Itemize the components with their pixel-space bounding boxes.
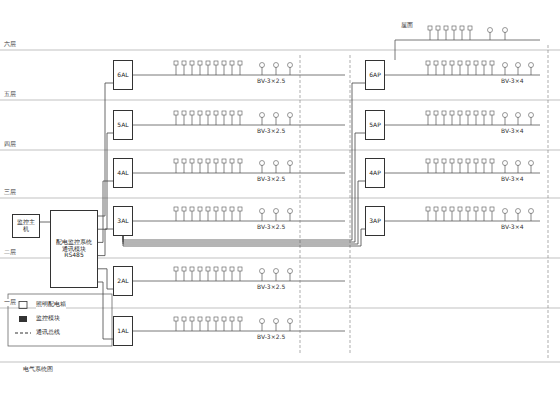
branch-circuit [133, 159, 345, 173]
branch-circuit [133, 111, 345, 125]
cable-label: BV-3×2.5 [256, 128, 286, 135]
legend-row: 通讯总线 [14, 328, 60, 337]
note-label: 屋面 [400, 22, 414, 29]
floor-label: 六层 [3, 41, 17, 48]
legend-sample [14, 329, 32, 337]
node-text: 1AL [117, 328, 128, 335]
branch-circuit [395, 26, 540, 40]
cable-label: BV-3×4 [500, 176, 525, 183]
node-text: 3AL [117, 218, 128, 225]
node-text: 6AL [117, 72, 128, 79]
floor-label: 三层 [3, 189, 17, 196]
panel-box: 3AP [365, 206, 385, 236]
legend-row: 照明配电箱 [14, 300, 66, 309]
legend-sample [14, 315, 32, 323]
panel-box: 5AP [365, 110, 385, 140]
legend-text: 照明配电箱 [36, 300, 66, 309]
cable-label: BV-3×4 [500, 78, 525, 85]
floor-line [0, 50, 560, 51]
branch-circuit [385, 61, 540, 75]
wire-connector [123, 181, 365, 244]
wire-connector [123, 83, 365, 240]
cable-label: BV-3×2.5 [256, 176, 286, 183]
wire-connector [123, 229, 365, 246]
panel-box: 5AL [113, 110, 133, 140]
floor-label: 二层 [3, 249, 17, 256]
cable-label: BV-3×2.5 [256, 334, 286, 341]
dashed-riser [300, 55, 301, 355]
node-text: 2AL [117, 278, 128, 285]
branch-circuit [385, 111, 540, 125]
cable-label: BV-3×2.5 [256, 224, 286, 231]
branch-circuit [385, 159, 540, 173]
legend-text: 通讯总线 [36, 328, 60, 337]
computer-box: 监控主机 [12, 214, 40, 238]
wire-connector [40, 222, 50, 223]
branch-circuit [133, 61, 345, 75]
node-text: 6AP [369, 72, 381, 79]
panel-box: 4AP [365, 158, 385, 188]
wire-connector [98, 83, 113, 216]
dashed-riser [350, 55, 351, 355]
node-text: 3AP [369, 218, 381, 225]
wire-connector [98, 269, 113, 289]
wire-connector [98, 282, 113, 339]
node-text: 5AP [369, 122, 381, 129]
wire-connector [123, 133, 365, 242]
floor-line [0, 362, 560, 363]
dashed-riser [548, 45, 549, 360]
node-text: RS485 [64, 252, 83, 259]
floor-line [0, 100, 560, 101]
panel-box: 1AL [113, 316, 133, 346]
legend-text: 监控模块 [36, 314, 60, 323]
floor-line [0, 150, 560, 151]
node-text: 监控主机 [15, 219, 37, 233]
node-text: 配电监控系统 [56, 239, 92, 246]
floor-label: 四层 [3, 141, 17, 148]
branch-circuit [385, 207, 540, 221]
node-text: 4AP [369, 170, 381, 177]
floor-label: 五层 [3, 91, 17, 98]
control-box: 配电监控系统通讯模块RS485 [50, 210, 98, 288]
riser [395, 40, 396, 60]
panel-box: 6AP [365, 60, 385, 90]
panel-box: 2AL [113, 266, 133, 296]
legend-row: 监控模块 [14, 314, 60, 323]
panel-box: 6AL [113, 60, 133, 90]
panel-box: 4AL [113, 158, 133, 188]
branch-circuit [133, 207, 345, 221]
node-text: 4AL [117, 170, 128, 177]
branch-circuit [133, 317, 345, 331]
branch-circuit [133, 267, 345, 281]
note-label: 电气系统图 [22, 366, 54, 373]
node-text: 通讯模块 [62, 246, 86, 253]
legend-sample [14, 301, 32, 309]
panel-box: 3AL [113, 206, 133, 236]
wire-connector [98, 181, 113, 242]
cable-label: BV-3×2.5 [256, 284, 286, 291]
legend-frame [8, 294, 112, 346]
floor-line [0, 198, 560, 199]
cable-label: BV-3×2.5 [256, 78, 286, 85]
node-text: 5AL [117, 122, 128, 129]
floor-label: 一层 [3, 299, 17, 306]
cable-label: BV-3×4 [500, 224, 525, 231]
wire-connector [98, 229, 113, 256]
cable-label: BV-3×4 [500, 128, 525, 135]
floor-line [0, 308, 560, 309]
